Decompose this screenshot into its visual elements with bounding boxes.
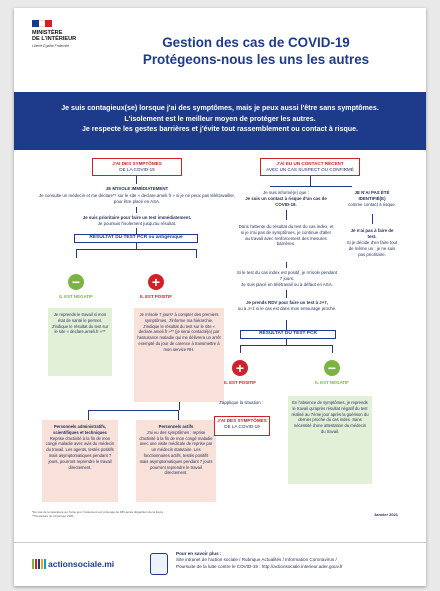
page-title: Gestion des cas de COVID-19 Protégeons-n… xyxy=(142,35,370,67)
footer-info: Pour en savoir plus : Site intranet de l… xyxy=(176,551,343,569)
right-result-label: RÉSULTAT DU TEST PCR xyxy=(240,330,336,339)
footnotes: *En cas de température au 7ème jour, l'i… xyxy=(32,510,164,518)
active-staff-box: Personnels actifs J'ai eu des symptômes … xyxy=(136,420,216,502)
contact-box: J'AI EU UN CONTACT RÉCENT AVEC UN CAS SU… xyxy=(260,158,360,176)
badge-icon xyxy=(150,553,168,575)
appointment-sub: ou à J+1 si le cas est dans mon entourag… xyxy=(237,306,337,311)
appointment-text: Je prends RDV pour faire un test à J+7, xyxy=(246,300,328,305)
admin-staff-box: Personnels administratifs, scientifiques… xyxy=(42,420,118,502)
poster: MINISTÈRE DE L'INTÉRIEUR Liberté Égalité… xyxy=(14,8,426,586)
ministry-logo: MINISTÈRE DE L'INTÉRIEUR xyxy=(32,30,77,42)
left-positive-label: IL EST POSITIF xyxy=(140,294,172,299)
isolate-text: Je consulte un médecin et me déclare** s… xyxy=(39,193,235,204)
no-test-sub: Si je décide d'en faire tout de même un … xyxy=(346,240,398,257)
symptoms-box: J'AI DES SYMPTÔMES DE LA COVID-19 xyxy=(92,158,182,176)
not-identified-sub: comme contact à risque. xyxy=(348,202,396,207)
date: Janvier 2021 xyxy=(374,512,399,517)
right-positive-text: J'applique la situation : xyxy=(218,400,264,405)
left-result-label: RÉSULTAT DU TEST PCR ou antigénique xyxy=(74,234,198,243)
flag-icon xyxy=(32,20,53,27)
not-identified-text: JE N'AI PAS ÉTÉ IDENTIFIÉ(E) xyxy=(354,190,390,201)
banner: Je suis contagieux(se) lorsque j'ai des … xyxy=(14,92,426,150)
motto: Liberté Égalité Fraternité xyxy=(32,44,70,48)
apply-symptoms-box: J'AI DES SYMPTÔMES DE LA COVID-19 xyxy=(214,416,270,436)
informed-text: Je suis informé(e) que : xyxy=(263,190,309,195)
plus-icon: + xyxy=(148,274,164,290)
right-positive-label: IL EST POSITIF xyxy=(224,380,256,385)
no-test-text: Je n'ai pas à faire de test. xyxy=(350,228,394,239)
minus-icon: − xyxy=(324,360,340,376)
isolate-heading: JE M'ISOLE IMMÉDIATEMENT xyxy=(105,186,169,191)
minus-icon: − xyxy=(68,274,84,290)
header: MINISTÈRE DE L'INTÉRIEUR Liberté Égalité… xyxy=(14,8,426,92)
waiting-text: Dans l'attente du résultat du test du ca… xyxy=(238,224,334,247)
if-positive-sub: Je suis placé en télétravail ou à défaut… xyxy=(241,282,333,287)
priority-sub: Je poursuis l'isolement jusqu'au résulta… xyxy=(97,221,177,226)
contact-risk-text: Je suis un contact à risque d'un cas de … xyxy=(245,196,327,207)
priority-text: Je suis prioritaire pour faire un test i… xyxy=(82,215,192,220)
right-negative-box: En l'absence de symptômes, je reprends l… xyxy=(288,396,372,484)
plus-icon: + xyxy=(232,360,248,376)
footer: actionsociale.mi Pour en savoir plus : S… xyxy=(14,542,426,586)
if-positive-text: Si le test du cas index est positif, je … xyxy=(236,270,338,281)
left-negative-label: IL EST NÉGATIF xyxy=(59,294,93,299)
left-positive-box: Je m'isole 7 jours* à compter des premie… xyxy=(134,308,224,402)
left-negative-box: Je reprends le travail si mon état de sa… xyxy=(48,308,112,376)
actionsociale-logo: actionsociale.mi xyxy=(32,559,114,569)
right-negative-label: IL EST NÉGATIF xyxy=(315,380,349,385)
